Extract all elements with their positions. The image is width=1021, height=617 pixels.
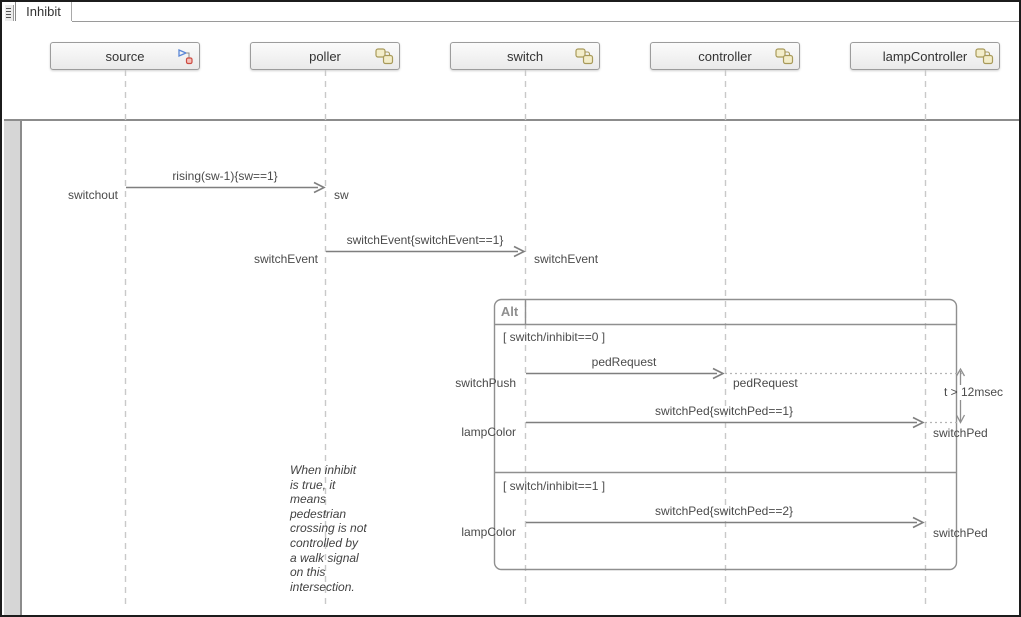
lifeline-header-switch[interactable]: switch bbox=[450, 42, 600, 70]
header-canvas-divider bbox=[4, 119, 1019, 121]
duration-constraint-label[interactable]: t > 12msec bbox=[944, 385, 1004, 399]
message-source-event[interactable]: switchPush bbox=[455, 376, 516, 390]
lifeline-header-source[interactable]: source bbox=[50, 42, 200, 70]
tabbar-divider bbox=[72, 21, 1019, 22]
tab-label: Inhibit bbox=[26, 4, 61, 19]
message-source-event[interactable]: switchEvent bbox=[253, 252, 318, 266]
lifeline-label: lampController bbox=[882, 48, 968, 64]
subsystem-icon bbox=[575, 48, 594, 70]
left-gutter bbox=[4, 121, 20, 615]
annotation-note[interactable]: When inhibit is true, it means pedestria… bbox=[290, 463, 367, 594]
lifeline-header-controller[interactable]: controller bbox=[650, 42, 800, 70]
fragment-guard-2[interactable]: [ switch/inhibit==1 ] bbox=[503, 479, 606, 493]
message-label[interactable]: switchEvent{switchEvent==1} bbox=[346, 233, 504, 247]
lifeline-label: controller bbox=[698, 48, 752, 64]
lifeline-label: source bbox=[105, 48, 145, 64]
message-label[interactable]: switchPed{switchPed==1} bbox=[654, 404, 794, 418]
message-source-event[interactable]: switchout bbox=[67, 188, 118, 202]
message-target-event[interactable]: switchEvent bbox=[534, 252, 599, 266]
lifeline-header-poller[interactable]: poller bbox=[250, 42, 400, 70]
subsystem-icon bbox=[975, 48, 994, 70]
lifeline-label: poller bbox=[309, 48, 341, 64]
fragment-operator-label[interactable]: Alt bbox=[500, 304, 519, 319]
tab-inhibit[interactable]: Inhibit bbox=[15, 2, 72, 21]
event-source-icon bbox=[177, 48, 194, 70]
message-source-event[interactable]: lampColor bbox=[461, 525, 516, 539]
message-target-event[interactable]: pedRequest bbox=[733, 376, 798, 390]
fragment-guard-1[interactable]: [ switch/inhibit==0 ] bbox=[503, 330, 606, 344]
message-target-event[interactable]: sw bbox=[334, 188, 349, 202]
message-label[interactable]: rising(sw-1){sw==1} bbox=[172, 169, 278, 183]
lifeline-header-lampcontroller[interactable]: lampController bbox=[850, 42, 1000, 70]
canvas-left-border bbox=[20, 121, 22, 615]
lifeline-label: switch bbox=[506, 48, 544, 64]
subsystem-icon bbox=[375, 48, 394, 70]
subsystem-icon bbox=[775, 48, 794, 70]
message-target-event[interactable]: switchPed bbox=[933, 426, 988, 440]
message-label[interactable]: pedRequest bbox=[591, 355, 657, 369]
panel-grip-icon[interactable] bbox=[5, 5, 14, 21]
message-label[interactable]: switchPed{switchPed==2} bbox=[654, 504, 794, 518]
message-target-event[interactable]: switchPed bbox=[933, 526, 988, 540]
message-source-event[interactable]: lampColor bbox=[461, 425, 516, 439]
